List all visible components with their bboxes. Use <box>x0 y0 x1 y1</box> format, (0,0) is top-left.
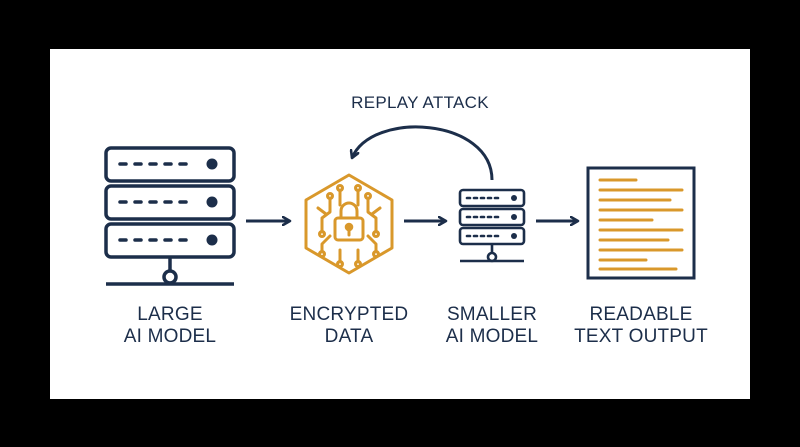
large-ai-model-label: LARGE AI MODEL <box>90 304 250 348</box>
large-ai-model-line2: AI MODEL <box>123 326 217 347</box>
smaller-ai-model-label: SMALLER AI MODEL <box>412 304 572 348</box>
smaller-ai-model-line1: SMALLER <box>446 304 538 325</box>
readable-text-output-label: READABLE TEXT OUTPUT <box>561 304 721 348</box>
readable-text-output-line2: TEXT OUTPUT <box>574 326 708 347</box>
circuit-lock-icon <box>304 173 394 275</box>
encrypted-data-line1: ENCRYPTED <box>289 304 409 325</box>
smaller-ai-model-line2: AI MODEL <box>445 326 539 347</box>
text-document-icon <box>586 166 696 280</box>
large-ai-model-line1: LARGE <box>137 304 203 325</box>
encrypted-data-label: ENCRYPTED DATA <box>269 304 429 348</box>
replay-attack-label: REPLAY ATTACK <box>351 93 489 112</box>
encrypted-data-line2: DATA <box>324 326 374 347</box>
readable-text-output-line1: READABLE <box>589 304 693 325</box>
replay-attack-arrow <box>352 125 494 181</box>
small-server-icon <box>458 188 526 263</box>
server-rack-icon <box>104 146 236 286</box>
